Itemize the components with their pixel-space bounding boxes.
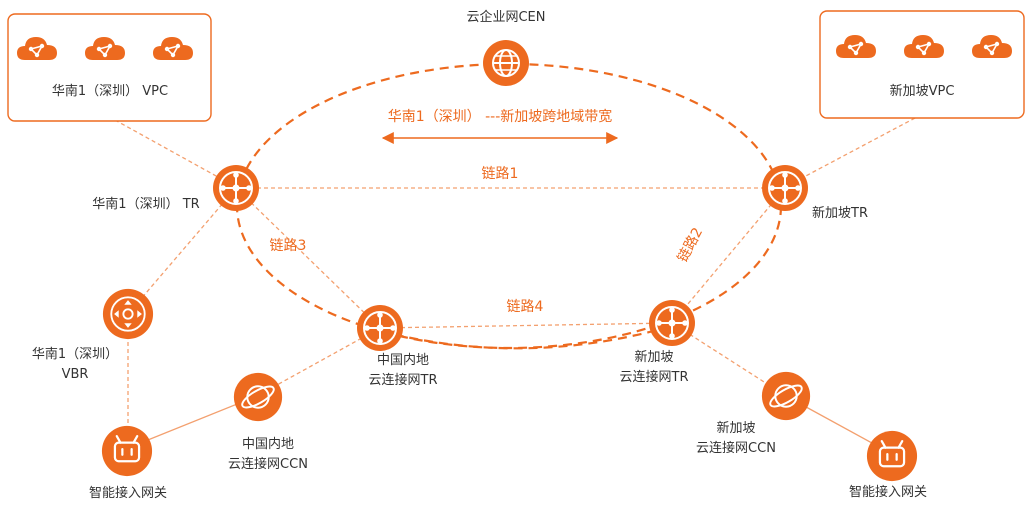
vbr-line2: VBR bbox=[62, 367, 89, 382]
vbr-line1: 华南1（深圳） bbox=[32, 346, 118, 362]
planet-icon[interactable] bbox=[761, 371, 811, 421]
cen-title: 云企业网CEN bbox=[466, 9, 545, 25]
router-icon[interactable] bbox=[212, 164, 260, 212]
gw-left-label: 智能接入网关 bbox=[89, 485, 167, 501]
gateway-icon[interactable] bbox=[101, 425, 153, 477]
link4-arc bbox=[379, 324, 673, 350]
link4-line bbox=[379, 322, 673, 329]
tr-singapore-label: 新加坡TR bbox=[812, 205, 868, 221]
planet-icon[interactable] bbox=[233, 372, 283, 422]
router-icon[interactable] bbox=[356, 304, 404, 352]
vpc-singapore-label: 新加坡VPC bbox=[890, 83, 955, 99]
link3-line bbox=[235, 187, 381, 329]
router-icon[interactable] bbox=[648, 299, 696, 347]
vpc-shenzhen-box bbox=[7, 13, 212, 122]
tr-sg-ccn-line1: 新加坡 bbox=[634, 349, 673, 365]
gateway-icon[interactable] bbox=[866, 430, 918, 482]
ccn-sg-line1: 新加坡 bbox=[716, 420, 755, 436]
link4-label: 链路4 bbox=[507, 299, 544, 315]
vpc-shenzhen: 华南1（深圳） VPC bbox=[7, 13, 212, 122]
gw-right-label: 智能接入网关 bbox=[849, 484, 927, 500]
tr-sg-ccn-line2: 云连接网TR bbox=[620, 369, 689, 385]
link3-label: 链路3 bbox=[270, 238, 307, 254]
link2-line bbox=[671, 187, 786, 324]
vpc-singapore-box bbox=[819, 10, 1025, 119]
tr-cn-ccn-line1: 中国内地 bbox=[377, 352, 429, 368]
tr-cn-ccn-line2: 云连接网TR bbox=[369, 372, 438, 388]
bandwidth-label: 华南1（深圳） ---新加坡跨地域带宽 bbox=[388, 108, 613, 125]
line-vpc-sz-to-tr-sz bbox=[114, 119, 237, 188]
line-tr-cn-to-ccn-cn bbox=[256, 327, 381, 397]
globe-icon[interactable] bbox=[482, 39, 530, 87]
vbr-icon[interactable] bbox=[102, 288, 154, 340]
vpc-singapore: 新加坡VPC bbox=[819, 10, 1025, 119]
line-vpc-sg-to-tr-sg bbox=[784, 117, 916, 188]
router-icon[interactable] bbox=[761, 164, 809, 212]
ccn-sg-line2: 云连接网CCN bbox=[696, 440, 776, 456]
ccn-cn-line2: 云连接网CCN bbox=[228, 456, 308, 472]
link1-label: 链路1 bbox=[482, 166, 519, 182]
ccn-cn-line1: 中国内地 bbox=[242, 436, 294, 452]
tr-shenzhen-label: 华南1（深圳） TR bbox=[92, 196, 199, 212]
vpc-shenzhen-label: 华南1（深圳） VPC bbox=[52, 83, 168, 99]
link2-label: 链路2 bbox=[675, 225, 706, 265]
